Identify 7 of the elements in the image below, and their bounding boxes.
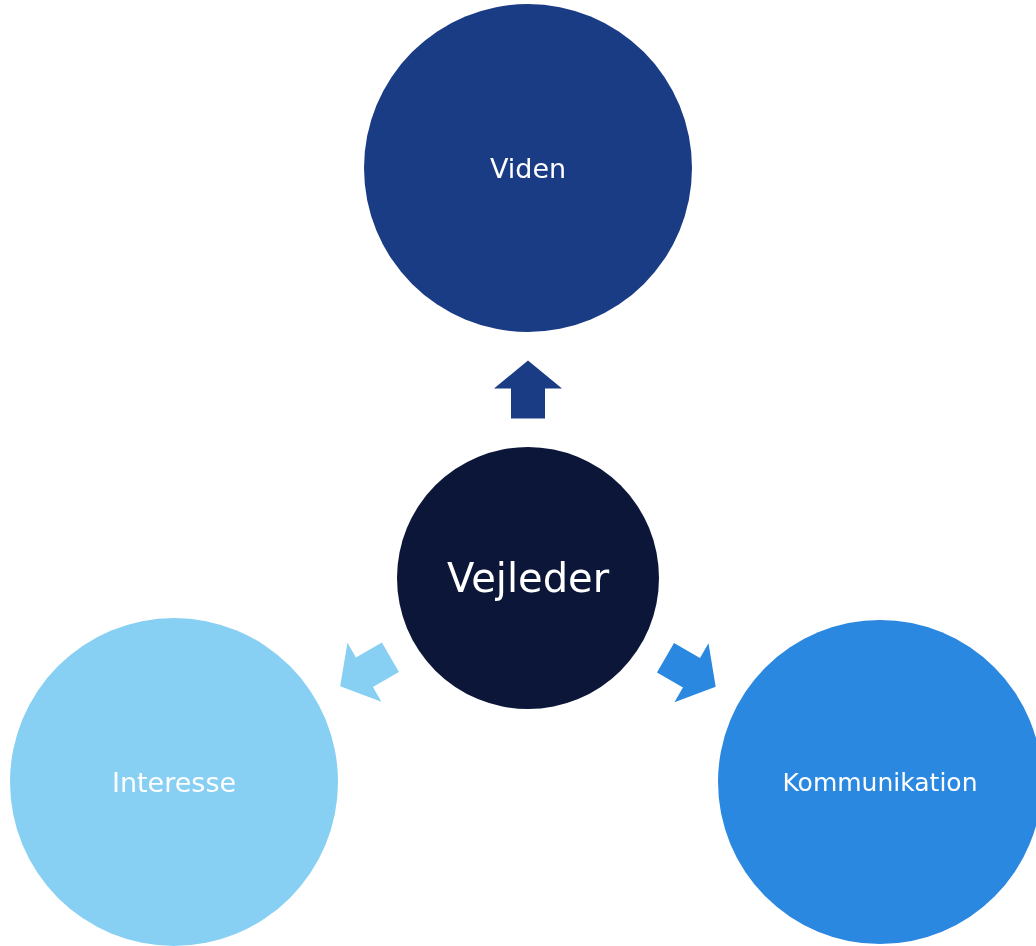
block-arrow <box>656 643 716 703</box>
block-arrow <box>494 360 562 419</box>
node-label: Interesse <box>111 766 237 798</box>
node-label: Vejleder <box>446 555 610 601</box>
node-label: Kommunikation <box>782 767 978 797</box>
block-arrow <box>340 642 399 702</box>
node-label: Viden <box>489 152 567 184</box>
